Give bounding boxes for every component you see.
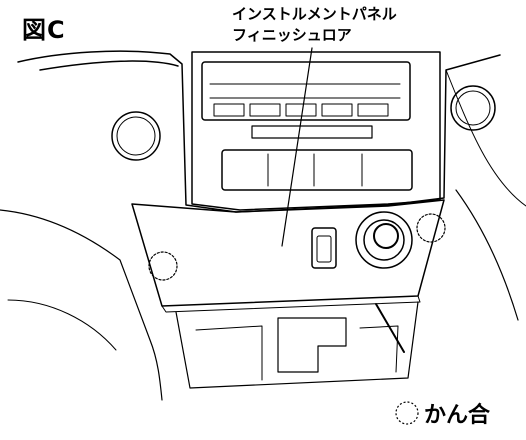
left-lower-edge xyxy=(7,299,117,351)
right-air-vent xyxy=(450,85,496,131)
audio-button xyxy=(357,103,389,117)
shift-gate xyxy=(277,317,347,373)
clip-location-marker-left xyxy=(148,251,178,281)
right-air-vent-inner xyxy=(455,90,491,126)
left-air-vent-inner xyxy=(116,116,156,156)
shift-knob-ring xyxy=(363,219,405,261)
shift-knob-outer xyxy=(355,211,413,269)
climate-control-panel xyxy=(221,149,413,191)
right-side-edge xyxy=(445,69,526,207)
console-detail-line xyxy=(195,325,263,381)
clip-location-marker-icon xyxy=(395,401,419,425)
audio-button xyxy=(249,103,281,117)
left-air-vent xyxy=(111,111,161,161)
shift-knob-cap xyxy=(373,223,399,249)
legend-label: かん合 xyxy=(424,403,491,428)
audio-button xyxy=(285,103,317,117)
right-side-outline xyxy=(455,189,519,321)
part-callout-label: インストルメントパネル フィニッシュロア xyxy=(232,4,397,46)
callout-leader-line xyxy=(281,47,313,247)
part-callout-line-1: インストルメントパネル xyxy=(232,5,397,23)
figure-label: 図C xyxy=(22,16,66,44)
dashboard-top-edge xyxy=(39,60,179,71)
shift-lever xyxy=(375,303,405,353)
legend: かん合 xyxy=(394,398,490,428)
audio-head-unit xyxy=(201,61,411,121)
clip-location-marker-right xyxy=(416,213,446,243)
audio-button xyxy=(321,103,353,117)
lower-console-outline xyxy=(175,301,419,389)
left-column-outline xyxy=(0,209,163,401)
panel-switch xyxy=(311,227,337,269)
part-callout-line-2: フィニッシュロア xyxy=(232,26,352,44)
center-stack-bezel xyxy=(191,51,441,211)
console-detail-line xyxy=(359,325,399,373)
panel-switch-face xyxy=(316,235,332,263)
dashboard-upper-outline xyxy=(17,50,501,213)
audio-button xyxy=(213,103,245,117)
finish-lower-bottom-edge xyxy=(161,295,421,313)
cd-slot xyxy=(251,125,373,139)
